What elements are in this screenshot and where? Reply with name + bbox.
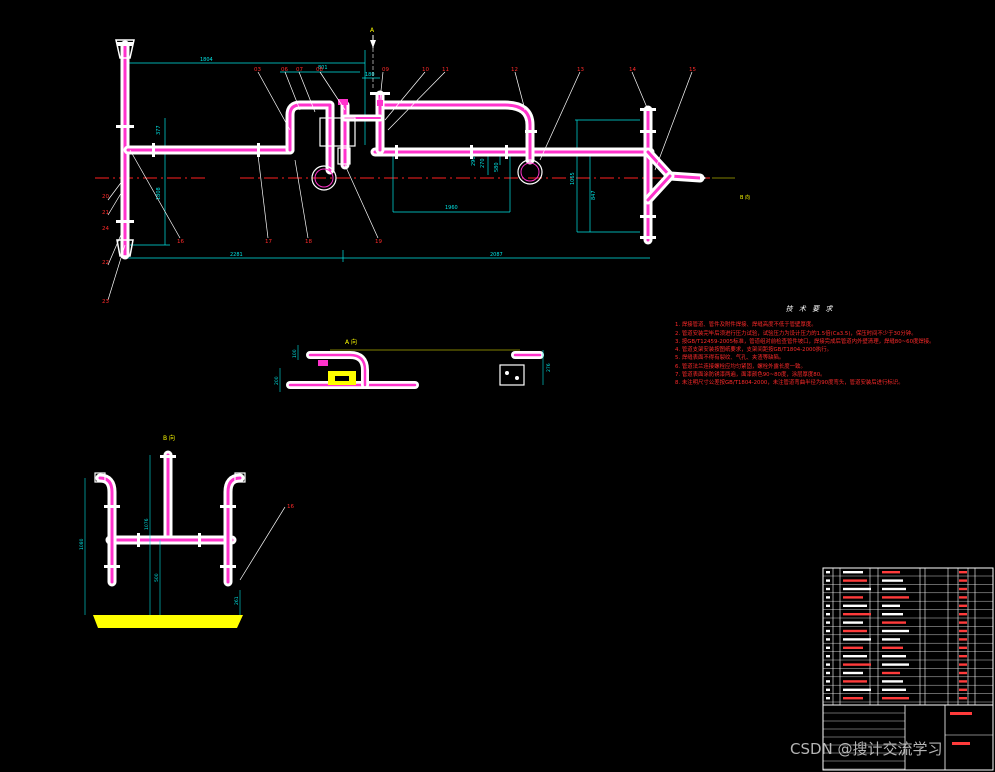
tech-note-item: 3. 按GB/T12459-2005标准，管道组对前检查管件坡口，焊接完成后管道… <box>675 338 935 345</box>
technical-requirements: 技 术 要 求 1. 焊接管道、管件及附件焊接、焊缝高度不低于管壁厚度。 2. … <box>675 305 945 388</box>
top-view: 1804 801 180 377 1808 2281 2087 1960 270… <box>95 27 750 305</box>
tech-note-item: 6. 管道法兰连接螺栓应均匀紧固，螺栓外露长度一致。 <box>675 363 806 370</box>
part-10: 10 <box>422 67 429 73</box>
part-23: 23 <box>102 299 109 305</box>
part-07: 07 <box>296 67 303 73</box>
dim-2087: 2087 <box>490 252 503 258</box>
a-dim-100: 100 <box>292 349 298 358</box>
dim-1804: 1804 <box>200 57 213 63</box>
dim-270: 270 <box>480 158 486 168</box>
part-18: 18 <box>305 239 312 245</box>
part-13: 13 <box>577 67 584 73</box>
dim-1960: 1960 <box>445 205 458 211</box>
dim-580: 580 <box>494 162 500 172</box>
b-dim-1076: 1076 <box>144 518 150 530</box>
dim-2281: 2281 <box>230 252 243 258</box>
tech-note-item: 1. 焊接管道、管件及附件焊接、焊缝高度不低于管壁厚度。 <box>675 322 817 329</box>
a-dim-200: 200 <box>274 376 280 385</box>
part-14: 14 <box>629 67 636 73</box>
part-20: 20 <box>102 194 109 200</box>
b-view-arrow-label: B 向 <box>740 194 750 201</box>
dim-1065: 1065 <box>570 172 576 185</box>
section-marker-a: A <box>370 27 375 34</box>
part-21: 21 <box>102 210 109 216</box>
tech-note-item: 2. 管道安装完毕后须进行压力试验，试验压力为设计压力的1.5倍(Ca3.5)，… <box>675 330 917 337</box>
tech-note-item: 8. 未注明尺寸公差按GB/T1804-2000，未注管道弯曲半径为90度弯头，… <box>675 380 904 387</box>
part-15: 15 <box>689 67 696 73</box>
part-16: 16 <box>177 239 184 245</box>
dim-1808: 1808 <box>156 187 162 200</box>
b-view: B 向 1080 <box>79 434 294 628</box>
b-part-16: 16 <box>287 504 294 510</box>
part-19: 19 <box>375 239 382 245</box>
dim-290: 290 <box>471 156 477 166</box>
part-17: 17 <box>265 239 272 245</box>
part-03: 03 <box>254 67 261 73</box>
a-dim-276: 276 <box>546 363 552 372</box>
tech-note-item: 4. 管道支架安装按图纸要求，支架间距按GB/T1804-2000执行。 <box>675 347 833 354</box>
tech-notes-title: 技 术 要 求 <box>785 305 835 313</box>
b-dim-500: 500 <box>154 573 160 582</box>
part-11: 11 <box>442 67 449 73</box>
dim-847: 847 <box>591 190 597 200</box>
b-dim-261: 261 <box>234 596 240 605</box>
a-view-title: A 向 <box>345 338 357 346</box>
dim-801: 801 <box>318 65 328 71</box>
watermark: CSDN @搜计交流学习 <box>790 740 943 758</box>
part-08: 08 <box>316 67 323 73</box>
part-06: 06 <box>281 67 288 73</box>
part-09: 09 <box>382 67 389 73</box>
b-view-title: B 向 <box>163 434 175 442</box>
title-block <box>822 567 994 771</box>
a-view: A 向 100 200 276 <box>274 338 552 392</box>
part-22: 22 <box>102 260 109 266</box>
tech-note-item: 7. 管道表面涂防锈漆两遍，面漆颜色90~80度，涂层厚度80。 <box>675 372 826 379</box>
tech-note-item: 5. 焊缝表面不得有裂纹、气孔、夹渣等缺陷。 <box>675 355 785 362</box>
dim-377: 377 <box>156 125 162 135</box>
part-24: 24 <box>102 226 109 232</box>
dim-180: 180 <box>365 72 375 78</box>
part-12: 12 <box>511 67 518 73</box>
b-dim-1080: 1080 <box>79 538 85 550</box>
